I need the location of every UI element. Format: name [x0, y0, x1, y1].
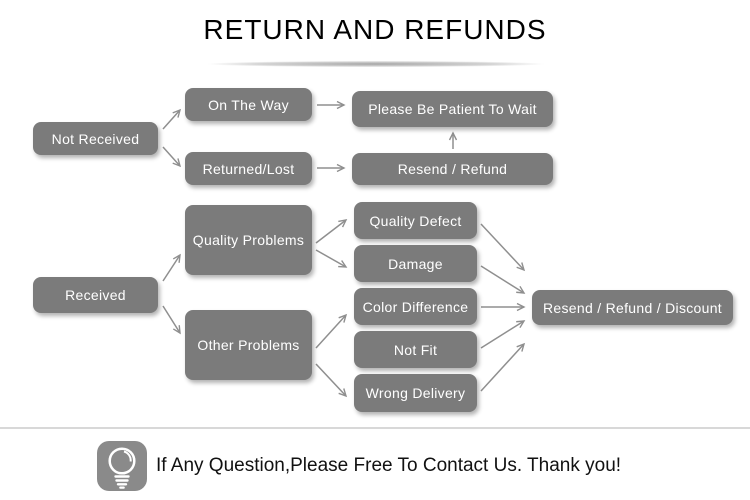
footer-message: If Any Question,Please Free To Contact U…	[156, 455, 622, 476]
node-quality-problems: Quality Problems	[185, 205, 312, 275]
node-damage: Damage	[354, 245, 477, 282]
node-not-received: Not Received	[33, 122, 158, 155]
footer-note: If Any Question,Please Free To Contact U…	[97, 441, 621, 491]
node-wrong-delivery: Wrong Delivery	[354, 374, 477, 412]
node-quality-defect: Quality Defect	[354, 202, 477, 239]
node-resend-refund-discount: Resend / Refund / Discount	[532, 290, 733, 325]
page-title: RETURN AND REFUNDS	[203, 14, 547, 45]
node-received: Received	[33, 277, 158, 313]
footer-divider	[0, 427, 750, 429]
node-please-be-patient: Please Be Patient To Wait	[352, 91, 553, 127]
node-returned-lost: Returned/Lost	[185, 152, 312, 185]
title-underline-decoration	[159, 60, 593, 68]
node-not-fit: Not Fit	[354, 331, 477, 368]
node-color-difference: Color Difference	[354, 288, 477, 325]
node-on-the-way: On The Way	[185, 88, 312, 121]
node-resend-refund: Resend / Refund	[352, 153, 553, 185]
node-other-problems: Other Problems	[185, 310, 312, 380]
lightbulb-icon	[97, 441, 147, 491]
